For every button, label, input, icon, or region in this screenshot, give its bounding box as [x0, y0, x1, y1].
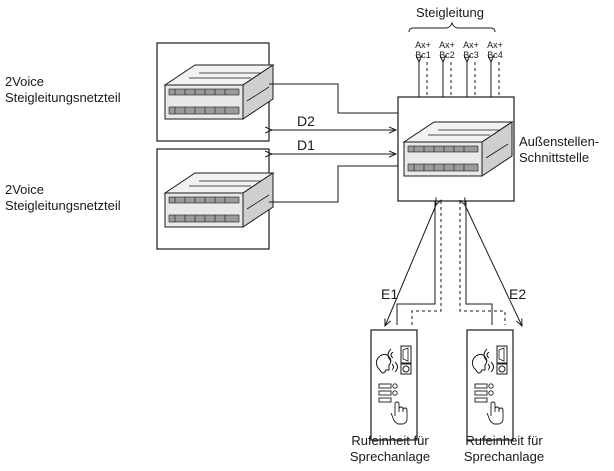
- e1-label: E1: [381, 286, 399, 302]
- terminal-1-top: Ax+: [415, 40, 431, 50]
- terminal-2-top: Ax+: [439, 40, 455, 50]
- terminal-2-bottom: Bc2: [439, 50, 455, 60]
- door-wire-right-solid: [465, 201, 493, 325]
- power-supply-label-bottom: 2Voice Steigleitungsnetzteil: [5, 182, 121, 214]
- door-wire-right-dashed: [459, 201, 506, 325]
- terminal-4-top: Ax+: [487, 40, 503, 50]
- power-supply-label-top: 2Voice Steigleitungsnetzteil: [5, 74, 121, 106]
- terminal-4-bottom: Bc4: [487, 50, 503, 60]
- psu-bottom-wire: [269, 165, 398, 203]
- power-supply-bottom-line1: 2Voice: [5, 182, 45, 197]
- d1-label: D1: [297, 137, 315, 153]
- terminal-4: Ax+ Bc4: [483, 40, 507, 60]
- e1-arrow: [385, 205, 436, 326]
- power-supply-top-line1: 2Voice: [5, 74, 45, 89]
- terminal-3-top: Ax+: [463, 40, 479, 50]
- terminal-3: Ax+ Bc3: [459, 40, 483, 60]
- power-supply-bottom-line2: Steigleitungsnetzteil: [5, 198, 121, 213]
- terminal-3-bottom: Bc3: [463, 50, 479, 60]
- door-unit-label-right: Rufeinheit für Sprechanlage: [444, 433, 564, 465]
- power-supply-top-line2: Steigleitungsnetzteil: [5, 90, 121, 105]
- riser-title: Steigleitung: [416, 5, 484, 20]
- door-unit-right-icon: [466, 329, 514, 441]
- d2-label: D2: [297, 113, 315, 129]
- riser-brace: [408, 21, 496, 33]
- e2-label: E2: [509, 286, 527, 302]
- door-unit-left-line2: Sprechanlage: [349, 449, 431, 464]
- terminal-2: Ax+ Bc2: [435, 40, 459, 60]
- terminal-1-bottom: Bc1: [415, 50, 431, 60]
- terminal-1: Ax+ Bc1: [411, 40, 435, 60]
- e2-arrow: [465, 205, 522, 326]
- interface-label: Außenstellen- Schnittstelle: [519, 134, 599, 166]
- interface-line2: Schnittstelle: [519, 150, 590, 165]
- interface-line1: Außenstellen-: [519, 134, 600, 149]
- door-unit-left-line1: Rufeinheit für: [351, 433, 429, 448]
- psu-top-wire: [269, 83, 398, 114]
- door-unit-right-line2: Sprechanlage: [463, 449, 545, 464]
- door-unit-left-icon: [370, 329, 418, 441]
- door-unit-label-left: Rufeinheit für Sprechanlage: [330, 433, 450, 465]
- door-wire-left-solid: [396, 201, 436, 325]
- door-wire-left-dashed: [411, 201, 442, 325]
- door-unit-right-line1: Rufeinheit für: [465, 433, 543, 448]
